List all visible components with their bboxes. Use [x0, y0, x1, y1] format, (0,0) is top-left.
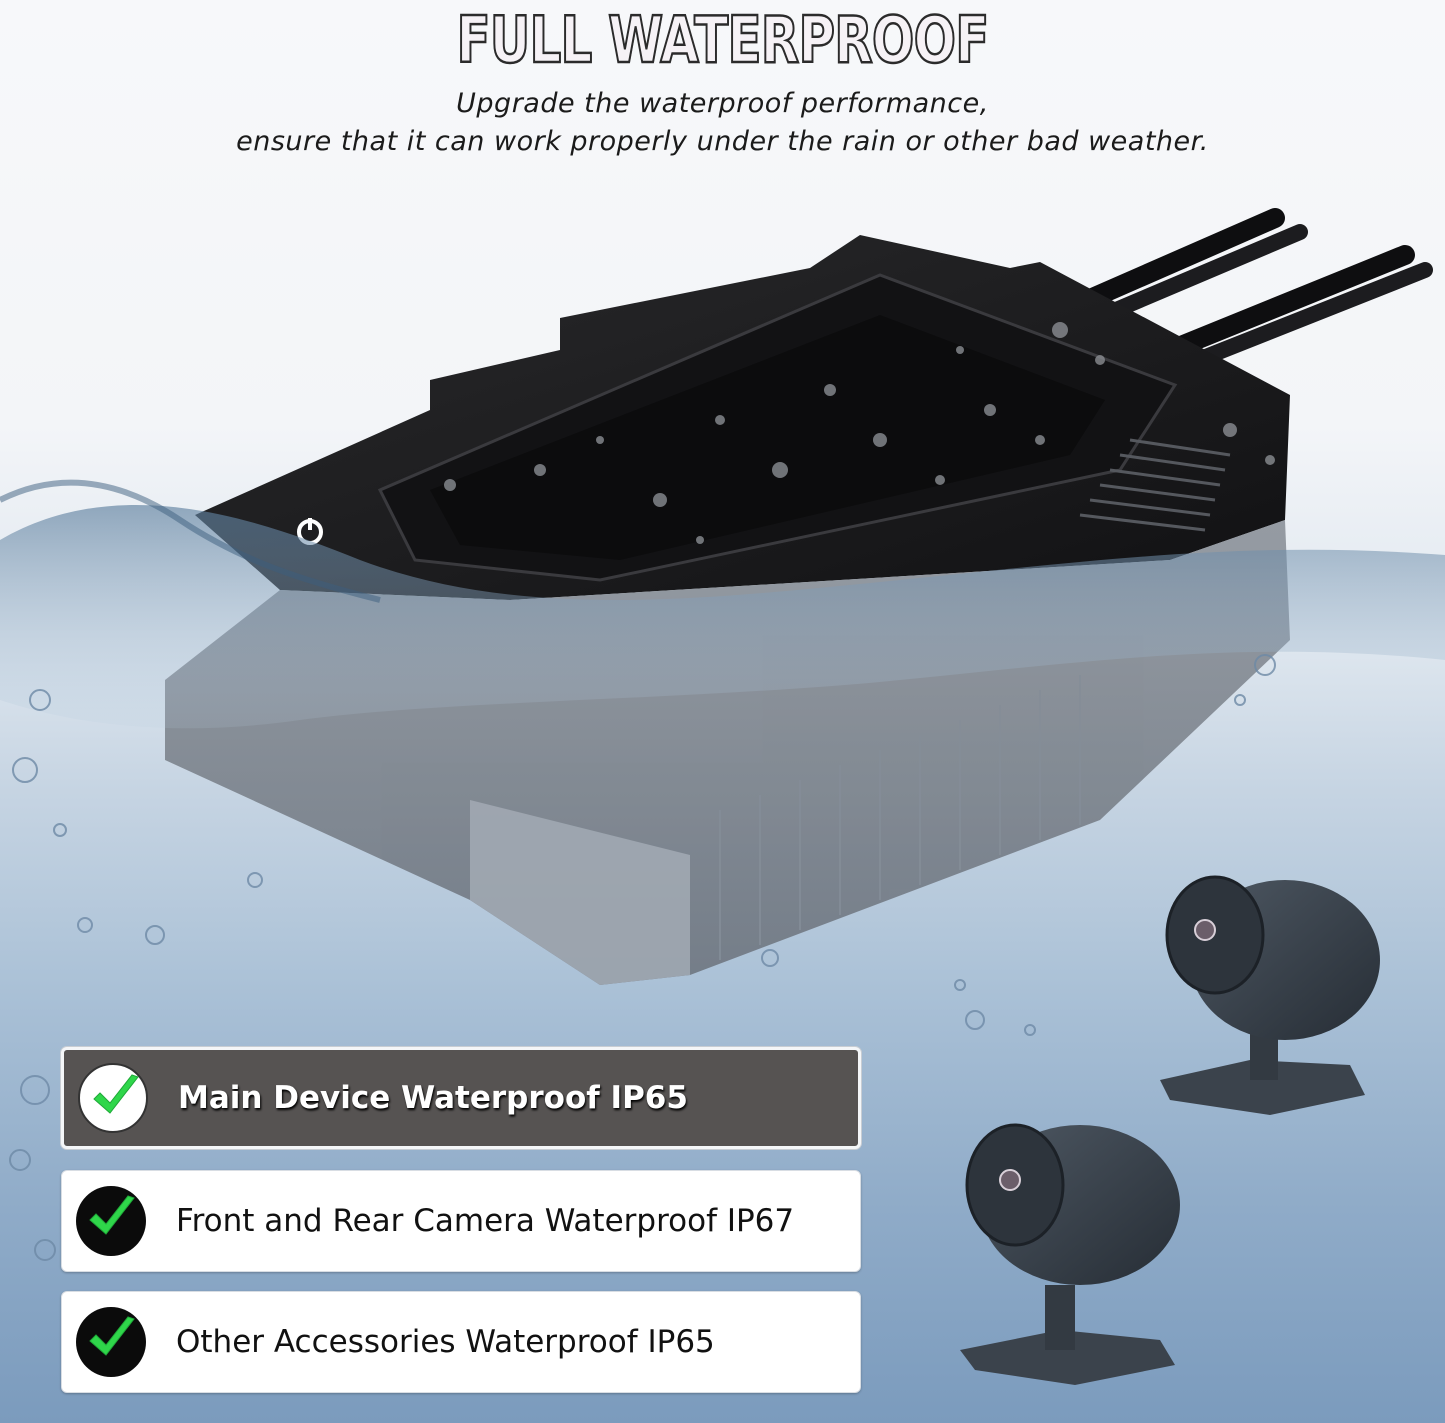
- feature-label: Main Device Waterproof IP65: [178, 1080, 688, 1116]
- subtitle-line-2: ensure that it can work properly under t…: [236, 126, 1209, 157]
- feature-label: Front and Rear Camera Waterproof IP67: [176, 1203, 795, 1239]
- feature-main-device: Main Device Waterproof IP65: [61, 1047, 861, 1149]
- bubbles: [9, 654, 1276, 1261]
- main-device: [195, 235, 1290, 600]
- feature-label: Other Accessories Waterproof IP65: [176, 1324, 715, 1360]
- feature-cameras: Front and Rear Camera Waterproof IP67: [61, 1170, 861, 1272]
- feature-accessories: Other Accessories Waterproof IP65: [61, 1291, 861, 1393]
- headline-title: FULL WATERPROOF: [455, 3, 990, 80]
- check-icon: [76, 1307, 146, 1377]
- check-icon: [76, 1186, 146, 1256]
- check-icon: [78, 1063, 148, 1133]
- rear-camera: [1160, 875, 1380, 1115]
- front-camera: [960, 1123, 1180, 1385]
- subtitle-line-1: Upgrade the waterproof performance,: [456, 88, 989, 119]
- water-surface: [0, 504, 1445, 729]
